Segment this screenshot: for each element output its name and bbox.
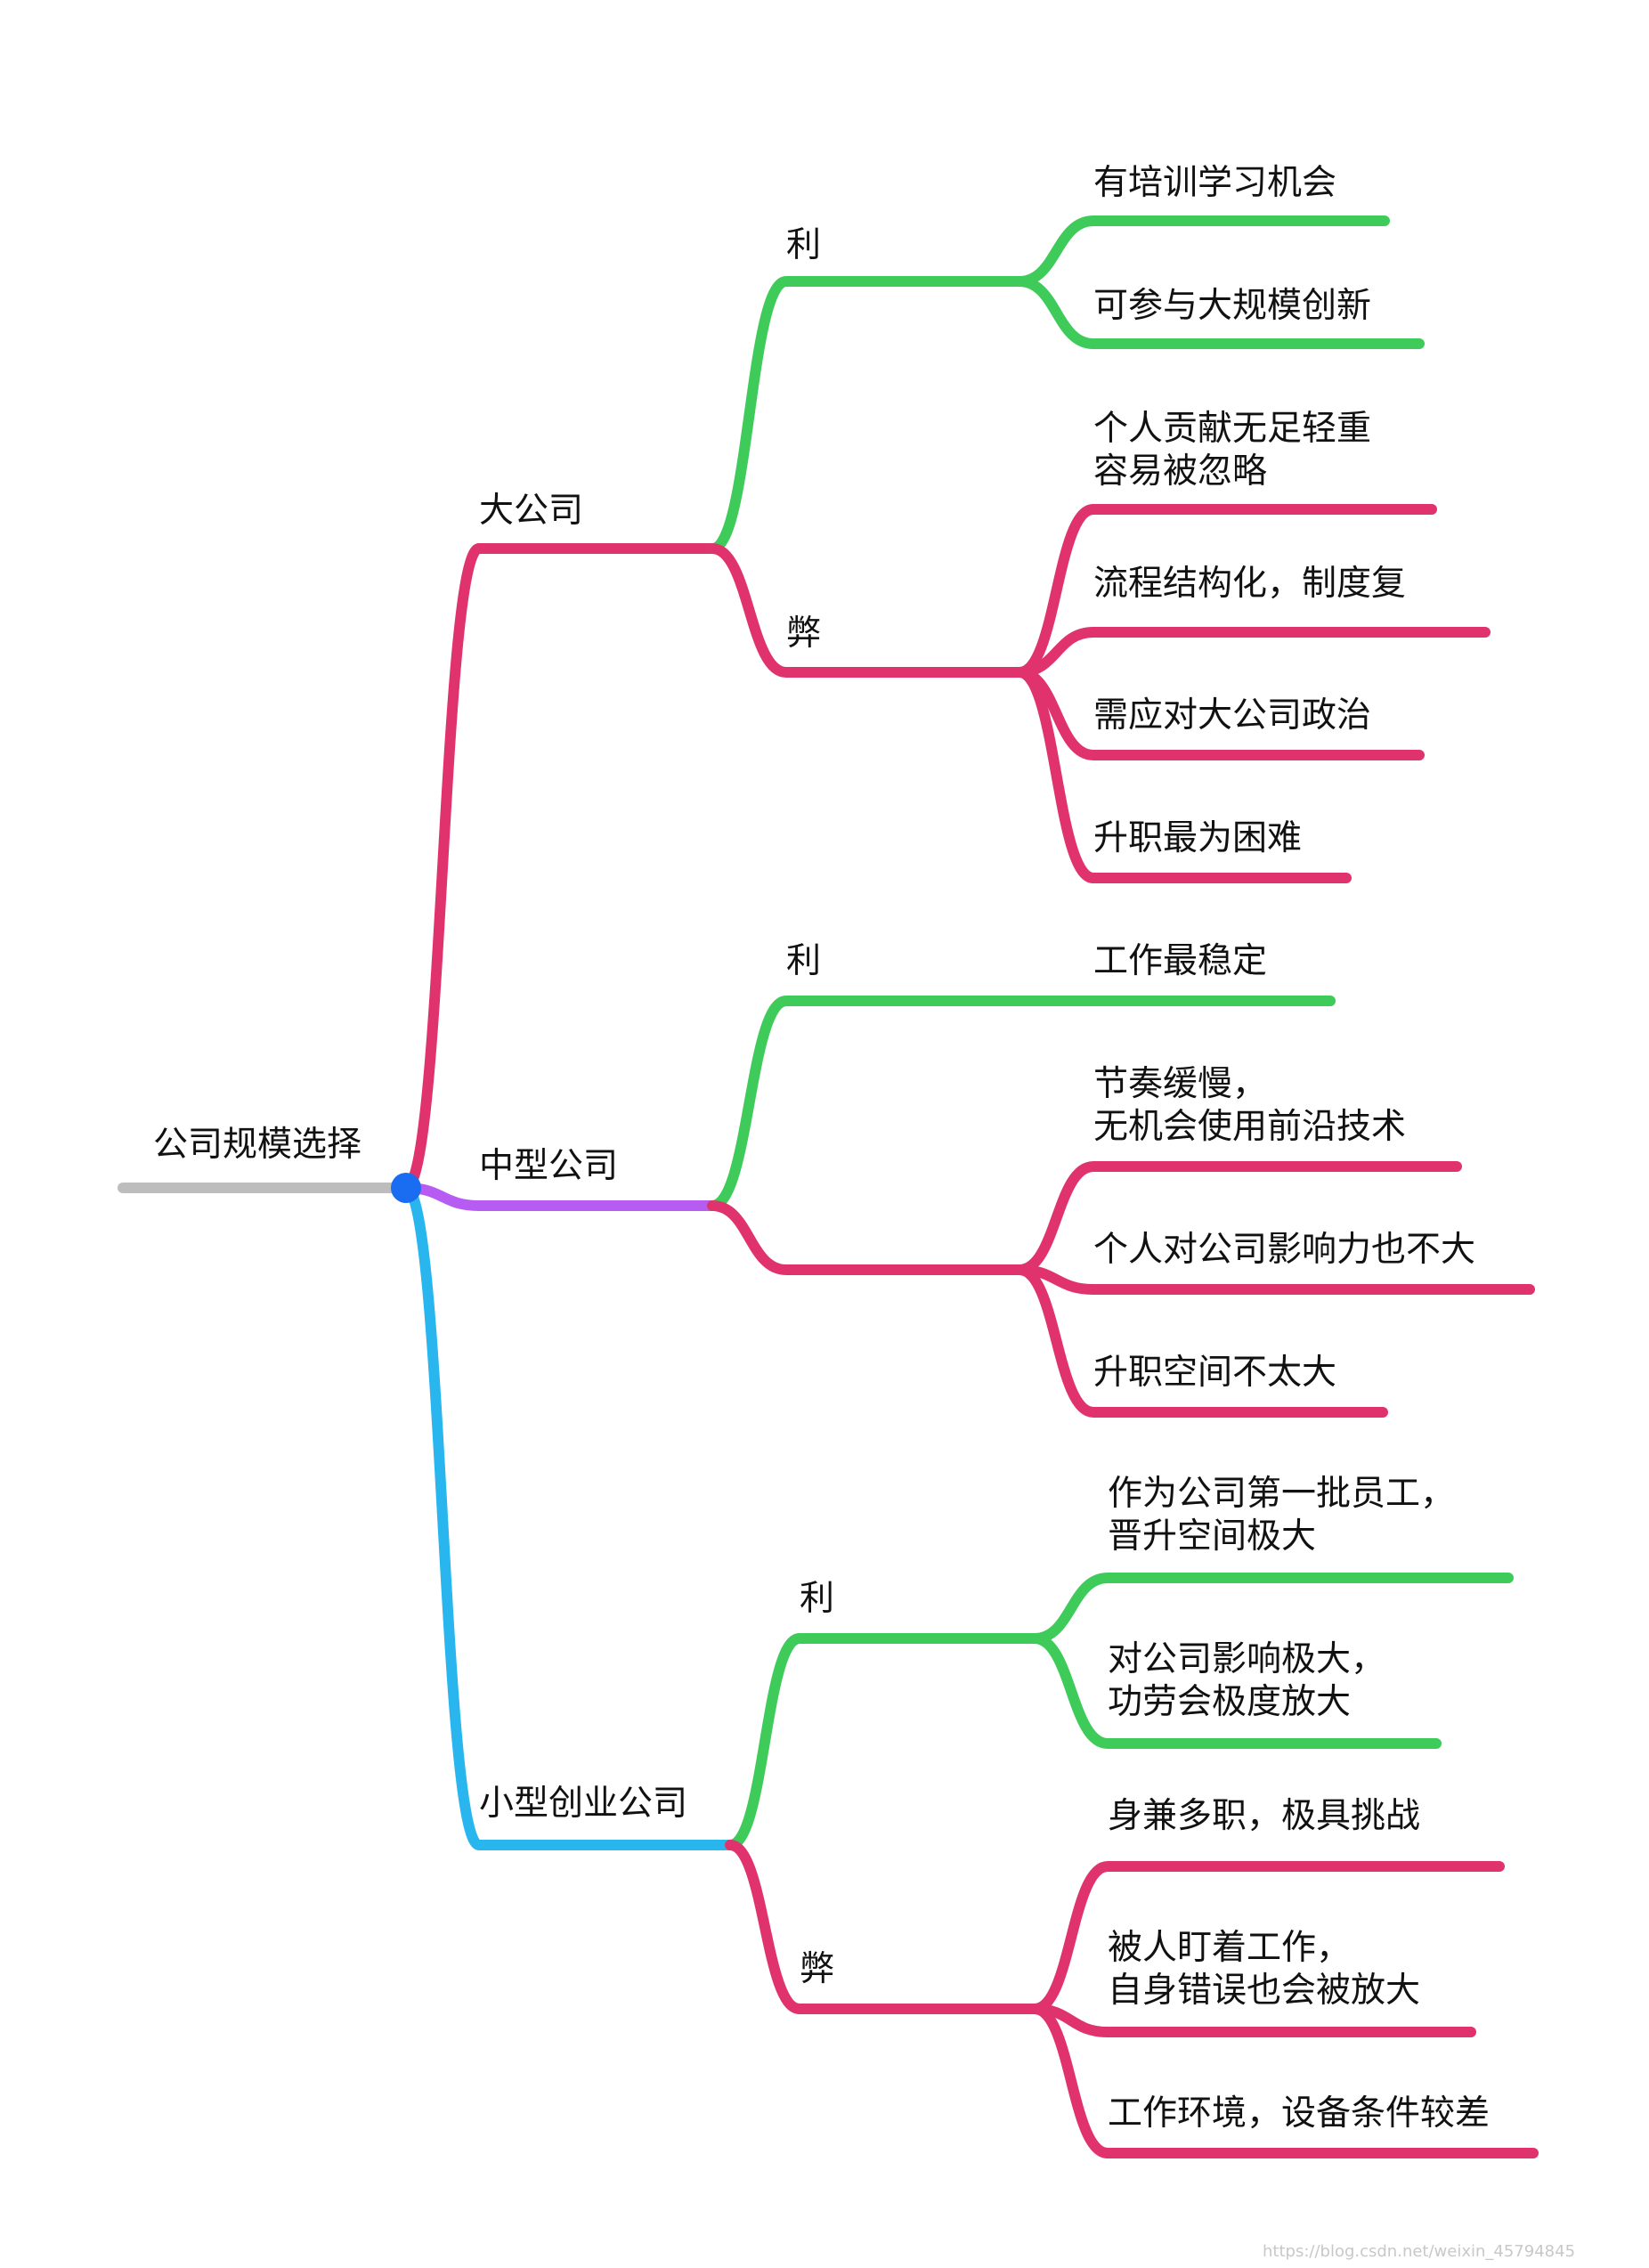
medium-pros-label[interactable]: 利 [786, 941, 822, 981]
edge-root-small [401, 1183, 735, 1850]
small-con-item-3[interactable]: 工作环境，设备条件较差 [1108, 2093, 1491, 2134]
branch-small-label[interactable]: 小型创业公司 [479, 1784, 688, 1824]
large-pros-label[interactable]: 利 [786, 225, 822, 265]
small-pros-label[interactable]: 利 [800, 1579, 835, 1619]
medium-con-item-3[interactable]: 升职空间不太大 [1093, 1353, 1337, 1393]
large-con-item-2[interactable]: 流程结构化，制度复 [1093, 564, 1407, 604]
medium-pro-item-1[interactable]: 工作最稳定 [1093, 941, 1268, 981]
large-pro-item-2[interactable]: 可参与大规模创新 [1093, 286, 1372, 326]
edge-root-medium [401, 1183, 718, 1211]
branch-medium-label[interactable]: 中型公司 [479, 1146, 619, 1186]
small-con-item-1[interactable]: 身兼多职，极具挑战 [1108, 1796, 1421, 1836]
edge-medium-con-1 [1014, 1161, 1462, 1275]
edge-medium-pros [707, 996, 1025, 1211]
edge-small-pro-2 [1029, 1633, 1442, 1749]
edge-small-con-1 [1029, 1861, 1505, 2014]
small-cons-label[interactable]: 弊 [800, 1949, 835, 1989]
edge-large-con-1 [1014, 504, 1437, 678]
branch-large-label[interactable]: 大公司 [479, 491, 584, 531]
root-node-dot[interactable] [391, 1173, 421, 1203]
mindmap-nodes [391, 1173, 421, 1203]
edge-large-pro-2 [1014, 276, 1425, 349]
large-con-item-1[interactable]: 个人贡献无足轻重 容易被忽略 [1093, 409, 1372, 492]
edge-large-con-2 [1014, 627, 1491, 678]
edge-small-cons [725, 1840, 1040, 2014]
edge-small-pro-1 [1029, 1573, 1514, 1644]
small-pro-item-1[interactable]: 作为公司第一批员工， 晋升空间极大 [1108, 1474, 1456, 1557]
large-pro-item-1[interactable]: 有培训学习机会 [1093, 163, 1337, 203]
edge-large-con-4 [1014, 667, 1352, 883]
edge-large-pro-1 [1014, 215, 1390, 287]
mindmap-edges [118, 215, 1539, 2158]
edge-large-pros [707, 276, 1025, 554]
edge-medium-con-3 [1014, 1264, 1388, 1418]
large-con-item-3[interactable]: 需应对大公司政治 [1093, 695, 1372, 736]
edge-medium-con-2 [1014, 1264, 1535, 1295]
edge-medium-cons [707, 1200, 1025, 1275]
small-con-item-2[interactable]: 被人盯着工作， 自身错误也会被放大 [1108, 1928, 1421, 2011]
edge-large-cons [707, 543, 1025, 678]
edge-root-large [401, 543, 718, 1193]
edge-small-pros [725, 1633, 1040, 1850]
large-cons-label[interactable]: 弊 [786, 614, 822, 654]
root-topic-label[interactable]: 公司规模选择 [153, 1125, 362, 1165]
large-con-item-4[interactable]: 升职最为困难 [1093, 818, 1303, 858]
medium-con-item-1[interactable]: 节奏缓慢， 无机会使用前沿技术 [1093, 1064, 1407, 1147]
watermark-url: https://blog.csdn.net/weixin_45794845 [1263, 2242, 1576, 2261]
medium-con-item-2[interactable]: 个人对公司影响力也不大 [1093, 1230, 1476, 1270]
small-pro-item-2[interactable]: 对公司影响极大， 功劳会极度放大 [1108, 1639, 1386, 1722]
edge-small-con-3 [1029, 2004, 1539, 2158]
